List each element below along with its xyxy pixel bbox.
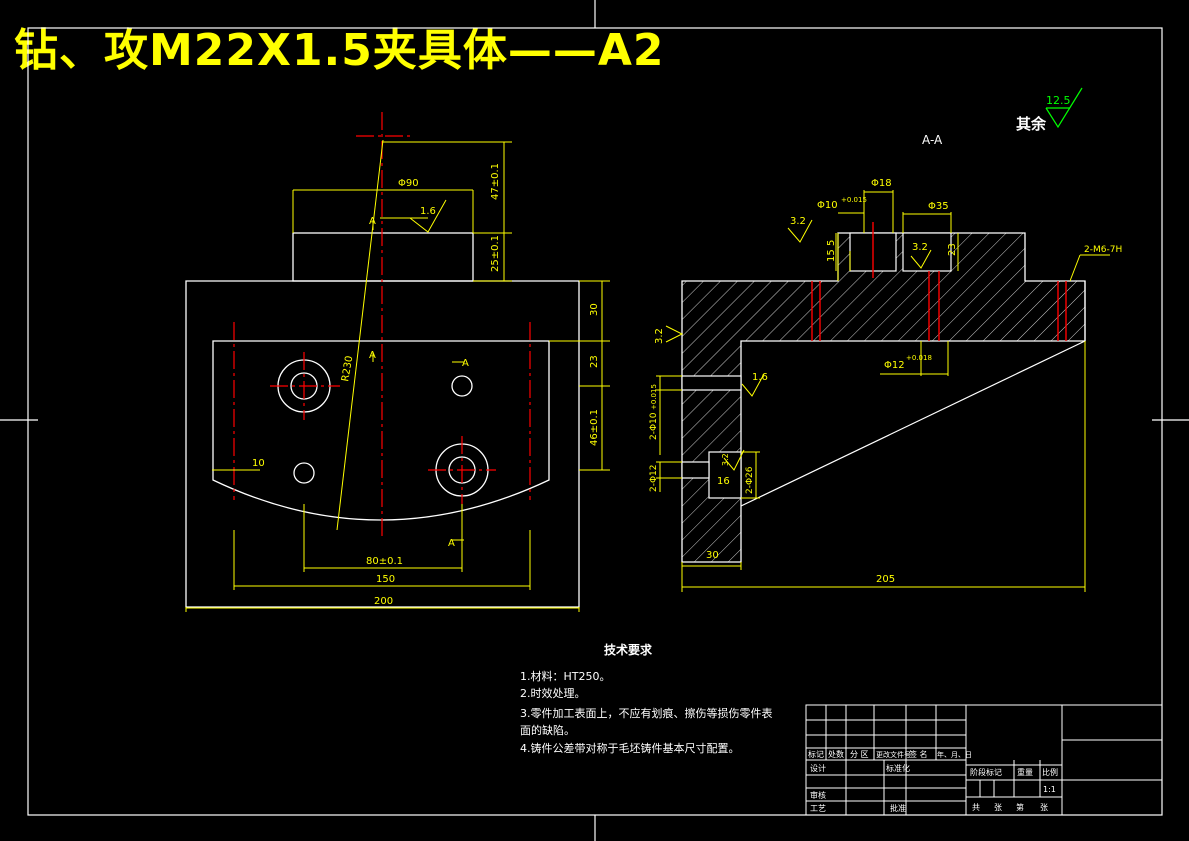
dim-2phi12: 2-Φ12 [649,464,659,492]
dim-phi35: Φ35 [928,201,949,212]
dim-m6: 2-M6-7H [1084,245,1122,255]
roughness-rest-value: 12.5 [1046,94,1071,107]
section-label: A-A [922,133,943,147]
dim-phi12-tol: +0.018 [906,354,932,362]
tech-item-1: 1.材料：HT250。 [520,669,610,683]
tb-approve: 批准 [890,803,906,813]
tb-header-docno: 更改文件号 [876,750,911,759]
tb-header-sign: 签 名 [909,749,928,759]
roughness-side-5: 3.2 [721,453,730,466]
tb-designer: 设计 [810,763,826,773]
dim-30-side: 30 [706,550,719,561]
dim-phi90: Φ90 [398,178,419,189]
tb-sheet-no: 第 [1016,802,1024,812]
tb-sheets-total: 共 [972,803,980,812]
dim-16: 16 [717,476,730,487]
dim-2phi10: 2-Φ10 [649,412,659,440]
section-body [681,232,1086,563]
tech-item-5: 4.铸件公差带对称于毛坯铸件基本尺寸配置。 [520,741,740,755]
dim-phi10: Φ10 [817,200,838,211]
tb-process: 工艺 [810,804,826,813]
roughness-side-2: 3.2 [912,242,928,253]
tb-header-count: 处数 [828,749,844,759]
dim-phi12: Φ12 [884,360,905,371]
dim-46: 46±0.1 [589,409,600,446]
dim-radius: R230 [340,355,355,383]
dim-30: 30 [589,303,600,316]
roughness-rest: 其余 12.5 [1016,87,1083,133]
dim-phi10-tol: +0.015 [841,196,867,204]
tech-item-3: 3.零件加工表面上，不应有划痕、擦伤等损伤零件表 [520,706,773,720]
tb-review: 审核 [810,790,826,800]
dim-80: 80±0.1 [366,556,403,567]
tb-header-zone: 分 区 [850,750,869,759]
dim-2phi10-tol: +0.015 [650,384,658,410]
tb-weight: 重量 [1017,767,1033,777]
dim-25: 25±0.1 [490,235,501,272]
tb-scale-label: 比例 [1042,767,1058,777]
title-block: 标记 处数 分 区 更改文件号 签 名 年、月、日 设计 标准化 审核 工艺 批… [805,704,1163,816]
tech-item-4: 面的缺陷。 [520,723,575,737]
tb-header-mark: 标记 [808,749,824,759]
front-view: Φ90 47±0.1 25±0.1 30 23 46±0.1 R230 10 8… [185,112,610,612]
tb-sheets-label: 张 [994,803,1002,812]
roughness-side-4: 1.6 [752,372,768,383]
tech-requirements: 技术要求 1.材料：HT250。 2.时效处理。 3.零件加工表面上，不应有划痕… [520,642,773,755]
roughness-rest-label: 其余 [1016,115,1047,133]
tech-heading: 技术要求 [604,642,653,657]
dim-200: 200 [374,596,393,607]
dim-10: 10 [252,458,265,469]
tech-item-2: 2.时效处理。 [520,686,586,700]
roughness-side-1: 3.2 [790,216,806,227]
dim-23-side: 23 [947,243,958,256]
tb-sheet-no-label: 张 [1040,803,1048,812]
section-mark-a4: A [448,538,455,549]
dim-phi18: Φ18 [871,178,892,189]
tb-scale: 1:1 [1043,785,1056,794]
tb-standardize: 标准化 [886,763,910,773]
dim-5: 5 [826,240,837,246]
section-mark-a1: A [369,216,376,227]
dim-23: 23 [589,355,600,368]
dim-150: 150 [376,574,395,585]
roughness-front: 1.6 [420,206,436,217]
section-mark-a3: A [462,358,469,369]
section-view: A-A [649,133,1122,592]
dim-2phi26: 2-Φ26 [745,466,755,494]
dim-15: 15 [826,249,837,262]
tb-header-date: 年、月、日 [937,750,972,759]
roughness-side-3: 3.2 [654,328,665,344]
section-mark-a2: A [369,350,376,361]
dim-47: 47±0.1 [490,163,501,200]
dim-205: 205 [876,574,895,585]
tb-stage-mark: 阶段标记 [970,767,1002,777]
drawing-title: 钻、攻M22X1.5夹具体——A2 [14,25,665,76]
